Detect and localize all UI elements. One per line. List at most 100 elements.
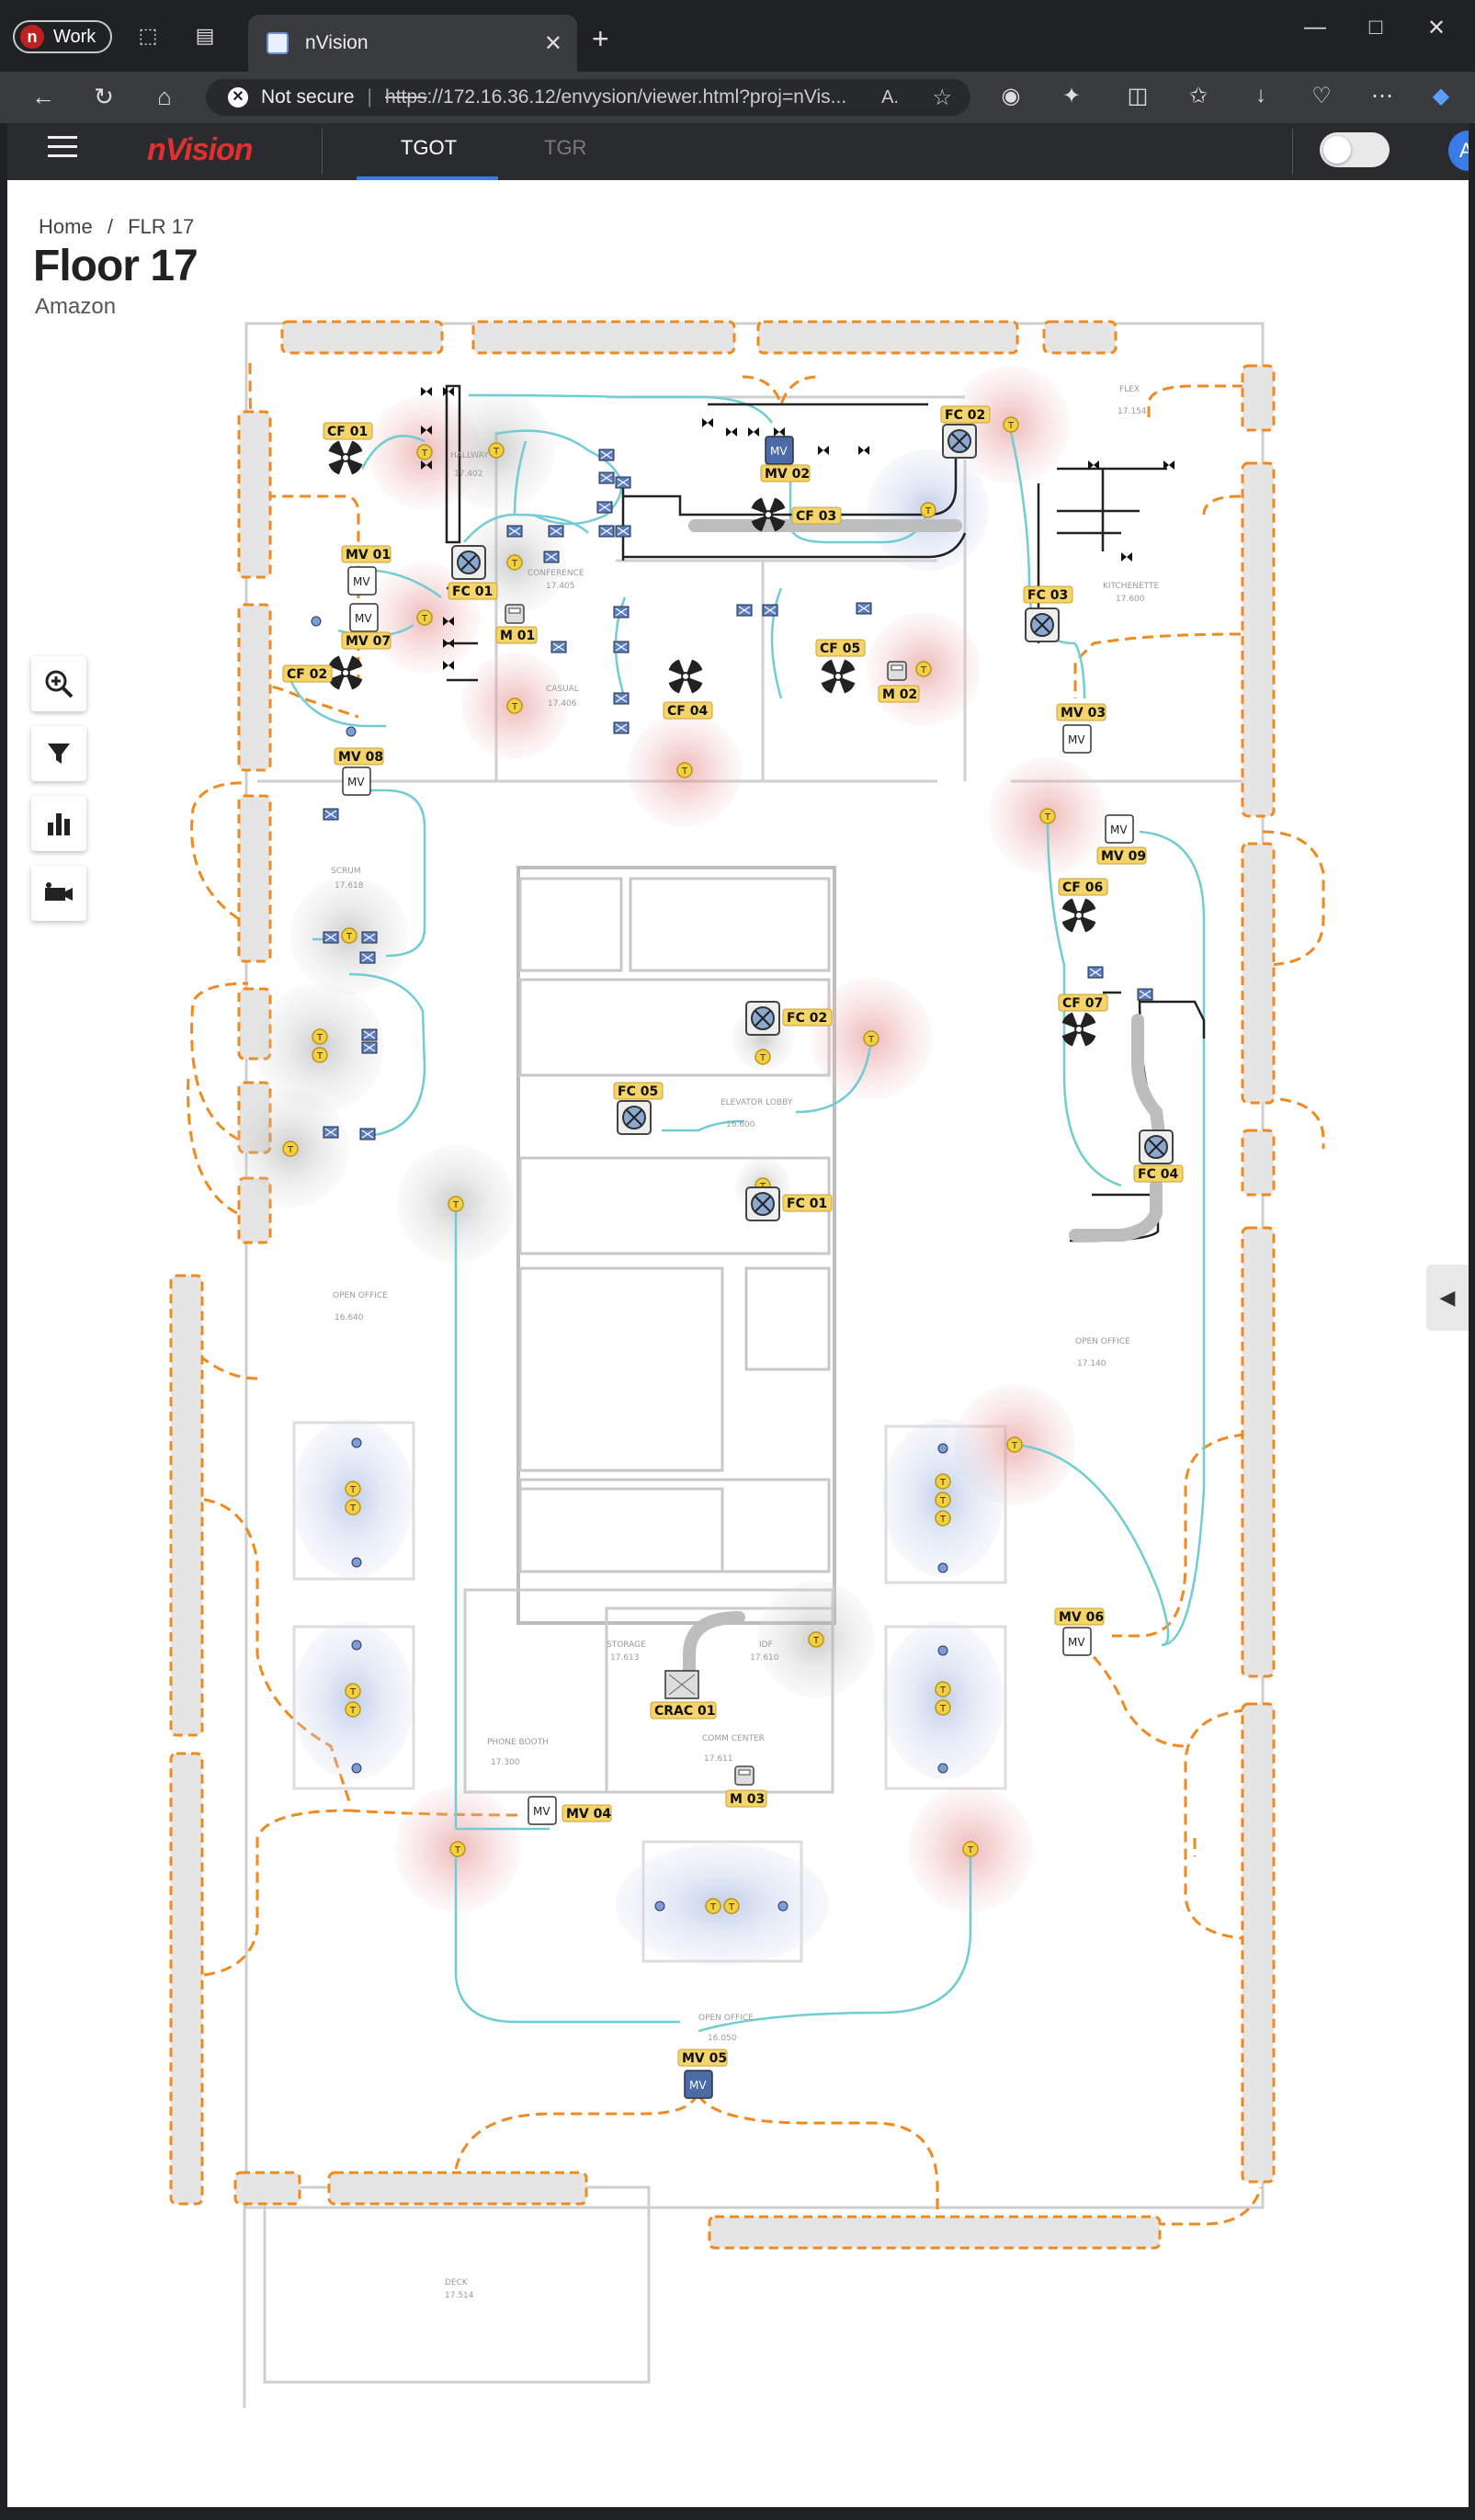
filter-button[interactable] [31,726,86,781]
m-01-label[interactable]: M 01 [495,626,538,644]
temp-sensor[interactable]: T [506,554,523,571]
tab-tgr[interactable]: TGR [544,136,587,159]
temp-sensor[interactable]: T [915,661,932,677]
diffuser-6[interactable] [937,1443,948,1454]
mv-08-label[interactable]: MV 08 [334,747,384,766]
temp-sensor[interactable]: T [808,1631,824,1648]
damper-11[interactable] [613,692,630,705]
meter-02[interactable] [887,661,907,681]
cf-01-label[interactable]: CF 01 [323,422,373,440]
temp-sensor[interactable]: T [345,1499,361,1515]
profile-button[interactable]: n Work [13,20,112,53]
mv-04[interactable]: MV [528,1796,557,1825]
view-toggle[interactable] [1320,132,1390,167]
minimize-icon[interactable]: — [1304,15,1326,40]
temp-sensor[interactable]: T [416,609,433,626]
damper-1[interactable] [598,471,615,484]
favorite-star-icon[interactable]: ☆ [932,85,952,110]
ceiling-fan-6[interactable] [1061,897,1097,934]
damper-26[interactable] [1137,988,1153,1001]
damper-24[interactable] [359,1128,376,1141]
browser-tab[interactable]: nVision ✕ [248,15,577,72]
temp-sensor[interactable]: T [416,444,433,460]
mv-01[interactable]: MV [347,566,377,596]
damper-3[interactable] [598,525,615,538]
temp-sensor[interactable]: T [345,1481,361,1497]
temp-sensor[interactable]: T [935,1510,951,1527]
temp-sensor[interactable]: T [863,1030,879,1047]
copilot-icon[interactable]: ◆ [1432,84,1450,108]
fan-coil-1[interactable] [451,545,486,580]
valve-15[interactable] [1121,552,1132,562]
browser-essentials-icon[interactable]: ♡ [1311,84,1332,108]
mv-05[interactable]: MV [684,2070,713,2099]
damper-19[interactable] [361,931,378,944]
cf-06-label[interactable]: CF 06 [1058,878,1108,896]
valve-0[interactable] [421,387,432,396]
meter-03[interactable] [734,1765,755,1786]
fc-03-label[interactable]: FC 03 [1023,585,1073,604]
temp-sensor[interactable]: T [341,927,357,944]
temp-sensor[interactable]: T [345,1683,361,1699]
ceiling-fan-2[interactable] [327,654,364,691]
cf-07-label[interactable]: CF 07 [1058,993,1108,1012]
breadcrumb-home[interactable]: Home [39,215,93,238]
temp-sensor[interactable]: T [935,1699,951,1716]
temp-sensor[interactable]: T [506,698,523,714]
crac-01-label[interactable]: CRAC 01 [650,1701,717,1720]
not-secure-icon[interactable]: ✕ [228,87,248,108]
camera-button[interactable] [31,866,86,921]
diffuser-7[interactable] [937,1562,948,1573]
damper-21[interactable] [361,1028,378,1041]
mv-06-label[interactable]: MV 06 [1054,1607,1105,1626]
mv-09-label[interactable]: MV 09 [1096,846,1147,865]
damper-25[interactable] [1087,966,1104,979]
damper-7[interactable] [615,476,631,489]
mv-01-label[interactable]: MV 01 [341,545,391,563]
fc-01-label[interactable]: FC 01 [448,582,498,600]
mv-05-label[interactable]: MV 05 [677,2049,728,2067]
core-fan-coil-1[interactable] [745,1186,780,1221]
damper-8[interactable] [615,525,631,538]
mv-04-label[interactable]: MV 04 [562,1804,612,1822]
core-fc-01-label[interactable]: FC 01 [782,1194,833,1212]
m-02-label[interactable]: M 02 [878,685,920,703]
ceiling-fan-3[interactable] [750,496,787,533]
temp-sensor[interactable]: T [1039,808,1056,824]
extension-owl-icon[interactable]: ◉ [1001,84,1021,108]
cf-02-label[interactable]: CF 02 [282,664,333,683]
valve-8[interactable] [726,427,737,437]
valve-11[interactable] [818,446,829,455]
diffuser-0[interactable] [311,616,322,627]
valve-6[interactable] [443,661,454,670]
diffuser-2[interactable] [351,1437,362,1448]
valve-3[interactable] [443,387,454,396]
tab-tgot[interactable]: TGOT [401,136,458,159]
core-fan-coil-2[interactable] [745,1001,780,1036]
valve-12[interactable] [858,446,869,455]
damper-20[interactable] [359,951,376,964]
cf-05-label[interactable]: CF 05 [815,639,866,657]
temp-sensor[interactable]: T [920,502,936,518]
hamburger-menu-icon[interactable] [48,136,77,164]
damper-17[interactable] [323,808,339,821]
temp-sensor[interactable]: T [962,1841,979,1857]
crac-unit[interactable] [664,1670,699,1699]
split-screen-icon[interactable]: ◫ [1127,84,1149,108]
tab-actions-icon[interactable]: ▤ [195,24,215,47]
valve-4[interactable] [443,617,454,626]
temp-sensor[interactable]: T [1003,416,1019,433]
diffuser-5[interactable] [351,1763,362,1774]
back-icon[interactable]: ← [31,83,55,110]
temp-sensor[interactable]: T [723,1898,740,1914]
damper-10[interactable] [613,641,630,653]
collapse-panel-button[interactable]: ◀ [1426,1265,1469,1331]
diffuser-4[interactable] [351,1640,362,1651]
fan-coil-4[interactable] [1139,1129,1174,1164]
mv-03-label[interactable]: MV 03 [1056,703,1106,721]
home-icon[interactable]: ⌂ [157,83,172,110]
valve-9[interactable] [748,427,759,437]
temp-sensor[interactable]: T [282,1141,299,1157]
temp-sensor[interactable]: T [312,1028,328,1045]
ceiling-fan-5[interactable] [820,658,857,695]
